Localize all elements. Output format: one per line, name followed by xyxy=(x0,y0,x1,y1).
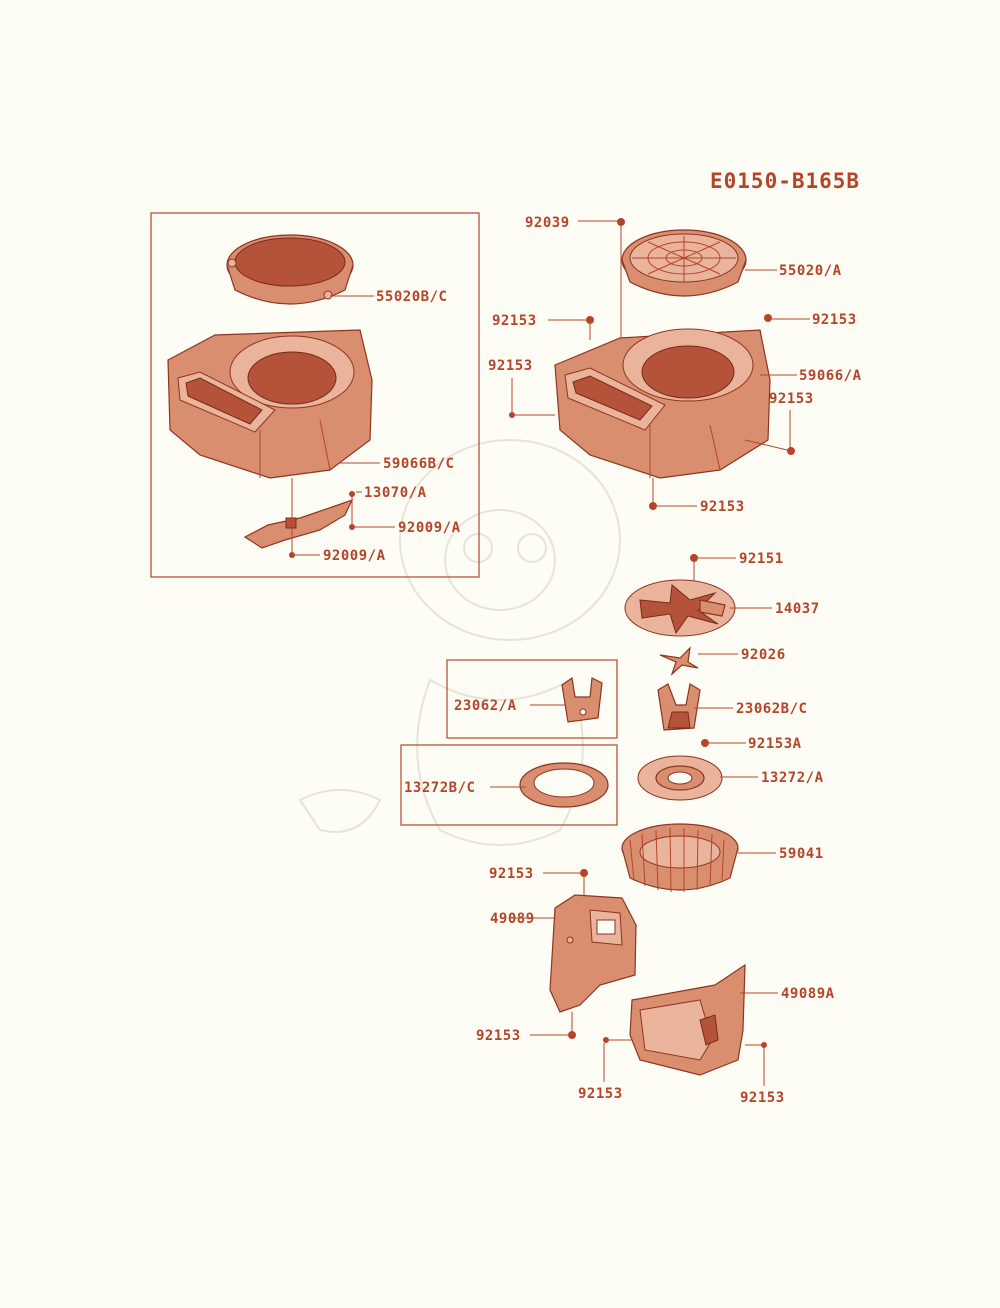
label-92153-top-right: 92153 xyxy=(812,312,857,328)
plate-13272bc xyxy=(519,762,609,808)
label-92153a: 92153A xyxy=(748,736,802,752)
label-92009a-2: 92009/A xyxy=(323,548,386,564)
label-59066bc: 59066B/C xyxy=(383,456,454,472)
label-23062bc: 23062B/C xyxy=(736,701,807,717)
label-92153-top-left: 92153 xyxy=(492,313,537,329)
label-13272a: 13272/A xyxy=(761,770,824,786)
label-92153-bottom: 92153 xyxy=(700,499,745,515)
label-92153-bottom-left: 92153 xyxy=(578,1086,623,1102)
label-55020bc: 55020B/C xyxy=(376,289,447,305)
label-92153-bottom-right: 92153 xyxy=(740,1090,785,1106)
label-92039: 92039 xyxy=(525,215,570,231)
label-13070a: 13070/A xyxy=(364,485,427,501)
spacer-92026 xyxy=(659,646,699,676)
cover-49089 xyxy=(549,894,637,1013)
plate-13272a xyxy=(637,755,723,801)
label-55020a: 55020/A xyxy=(779,263,842,279)
fan-plate-14037 xyxy=(624,579,736,637)
bracket-23062a xyxy=(561,676,603,723)
label-92153-right: 92153 xyxy=(769,391,814,407)
housing-59066a xyxy=(554,328,771,479)
fan-59041 xyxy=(621,823,739,893)
label-14037: 14037 xyxy=(775,601,820,617)
label-92153-mid-left: 92153 xyxy=(488,358,533,374)
deflector-plate xyxy=(243,498,354,549)
label-13272bc: 13272B/C xyxy=(404,780,475,796)
cover-49089a xyxy=(629,963,746,1076)
label-59066a: 59066/A xyxy=(799,368,862,384)
diagram-code: E0150-B165B xyxy=(710,169,860,193)
label-49089a: 49089A xyxy=(781,986,835,1002)
label-92026: 92026 xyxy=(741,647,786,663)
bracket-23062bc xyxy=(657,683,701,731)
variant-box-13272bc xyxy=(400,744,618,826)
label-92151: 92151 xyxy=(739,551,784,567)
screen-55020bc xyxy=(226,234,354,305)
label-23062a: 23062/A xyxy=(454,698,517,714)
watermark-mascot xyxy=(298,439,621,846)
housing-59066bc xyxy=(167,329,373,479)
label-49089: 49089 xyxy=(490,911,535,927)
variant-box-b-c xyxy=(150,212,480,578)
variant-box-23062a xyxy=(446,659,618,739)
label-92153-cover-top: 92153 xyxy=(489,866,534,882)
label-92009a-1: 92009/A xyxy=(398,520,461,536)
label-59041: 59041 xyxy=(779,846,824,862)
label-92153-lower-left: 92153 xyxy=(476,1028,521,1044)
screen-55020a xyxy=(621,229,747,297)
